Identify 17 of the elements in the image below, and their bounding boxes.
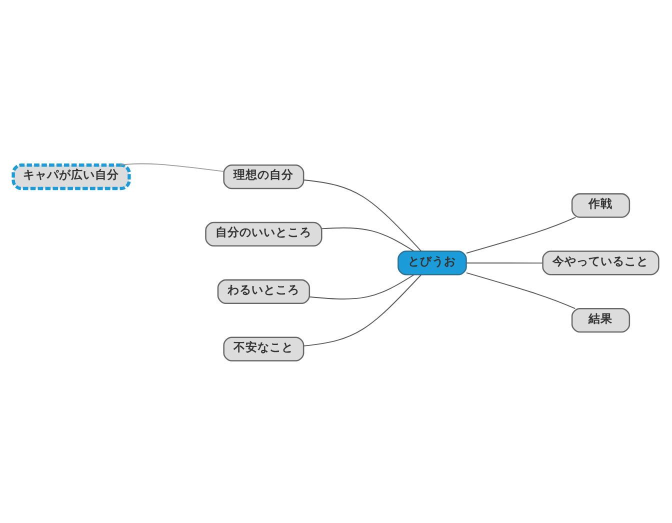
connector [466, 262, 543, 264]
node-box: 理想の自分 [223, 164, 304, 189]
node-box: 自分のいいところ [205, 221, 322, 246]
connector [303, 178, 422, 252]
node-box: 今やっていること [542, 250, 660, 275]
node-box: 作戦 [571, 192, 630, 218]
node-box: キャパが広い自分 [12, 163, 131, 190]
connector [466, 216, 576, 254]
connector [321, 226, 414, 251]
connector [309, 274, 414, 299]
connector [303, 274, 422, 346]
node-box: 結果 [571, 308, 630, 332]
node-box: 不安なこと [223, 336, 304, 361]
node-box: とびうお [398, 250, 467, 275]
node-box: わるいところ [217, 278, 310, 304]
connector [466, 272, 576, 309]
connector [120, 162, 224, 172]
